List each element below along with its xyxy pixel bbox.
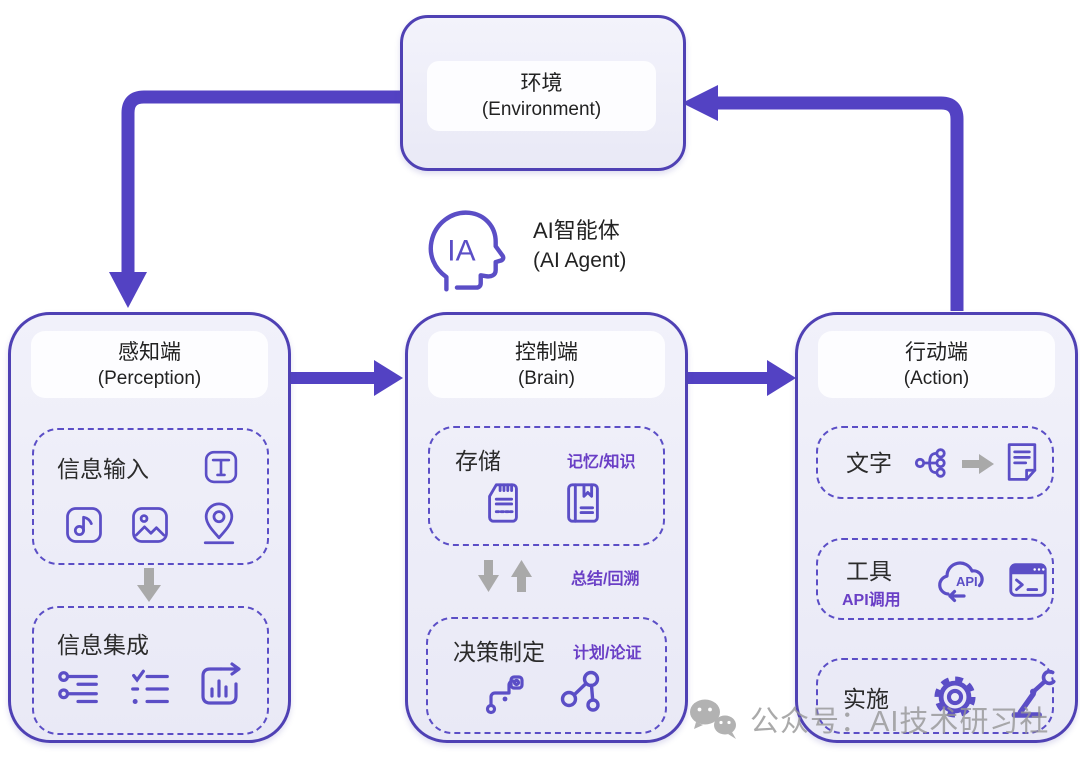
brain-column: 控制端 (Brain) 存储 记忆/知识 [405, 312, 688, 743]
perception-column: 感知端 (Perception) 信息输入 [8, 312, 291, 743]
checklist-icon [127, 666, 173, 712]
tools-section: 工具 API调用 API [816, 538, 1054, 620]
agent-title-zh: AI智能体 [533, 218, 620, 243]
storage-label: 存储 [455, 448, 501, 474]
robot-arm-icon [1003, 666, 1057, 722]
action-column: 行动端 (Action) 文字 [795, 312, 1078, 743]
gear-icon [926, 668, 984, 726]
wechat-icon [688, 697, 740, 741]
agent-label: AI智能体 (AI Agent) [533, 216, 626, 275]
filter-sliders-icon [56, 666, 102, 712]
chart-report-icon [196, 662, 244, 710]
environment-title-en: (Environment) [481, 99, 602, 120]
decision-tag: 计划/论证 [573, 645, 642, 662]
knowledge-book-icon [560, 480, 606, 526]
brain-title-zh: 控制端 [515, 340, 578, 364]
text-output-section: 文字 [816, 426, 1054, 499]
text-output-label: 文字 [846, 450, 892, 476]
environment-title-zh: 环境 [520, 72, 563, 95]
implement-section: 实施 [816, 658, 1057, 734]
memory-card-icon [480, 480, 526, 526]
perception-header: 感知端 (Perception) [31, 331, 268, 398]
perception-title-zh: 感知端 [118, 340, 181, 364]
decision-label: 决策制定 [453, 639, 545, 665]
storage-section: 存储 记忆/知识 [428, 426, 665, 546]
image-icon [128, 503, 172, 547]
perception-to-brain-arrow [288, 360, 403, 396]
action-to-env-arrow [682, 85, 964, 311]
tools-label: 工具 [846, 558, 892, 584]
branch-tree-icon [913, 442, 955, 484]
brain-to-action-arrow [681, 360, 796, 396]
tools-tag: API调用 [842, 592, 901, 609]
info-integration-label: 信息集成 [57, 632, 149, 658]
agent-title-en: (AI Agent) [533, 249, 627, 272]
brain-title-en: (Brain) [517, 367, 575, 389]
info-input-section: 信息输入 [32, 428, 269, 565]
location-pin-icon [197, 501, 241, 547]
environment-label-panel: 环境 (Environment) [427, 61, 656, 131]
action-title-zh: 行动端 [905, 340, 968, 364]
right-arrow-gray [961, 453, 995, 475]
exchange-tag: 总结/回溯 [571, 571, 640, 588]
down-up-arrows-gray [476, 559, 534, 593]
text-type-icon [200, 446, 242, 488]
environment-box: 环境 (Environment) [400, 15, 686, 171]
agent-icon-text: IA [447, 234, 475, 267]
action-header: 行动端 (Action) [818, 331, 1055, 398]
music-icon [62, 503, 106, 547]
api-cloud-icon: API [933, 555, 995, 605]
action-title-en: (Action) [903, 367, 970, 389]
watermark: 公众号：AI技术研习社 [688, 697, 1049, 741]
down-arrow-gray [135, 566, 163, 604]
implement-label: 实施 [843, 686, 889, 712]
info-integration-section: 信息集成 [32, 606, 269, 735]
info-input-label: 信息输入 [57, 456, 149, 482]
agent-head-icon: IA [420, 199, 508, 297]
brain-header: 控制端 (Brain) [428, 331, 665, 398]
decision-section: 决策制定 计划/论证 [426, 617, 667, 734]
env-to-perception-arrow [109, 90, 400, 308]
perception-title-en: (Perception) [97, 367, 202, 389]
document-icon [1000, 440, 1044, 484]
watermark-text: 公众号：AI技术研习社 [750, 706, 1050, 738]
flow-path-icon [481, 669, 529, 717]
storage-tag: 记忆/知识 [567, 454, 636, 471]
api-badge-text: API [956, 574, 978, 589]
linked-nodes-icon [558, 669, 606, 717]
terminal-icon [1005, 558, 1051, 602]
